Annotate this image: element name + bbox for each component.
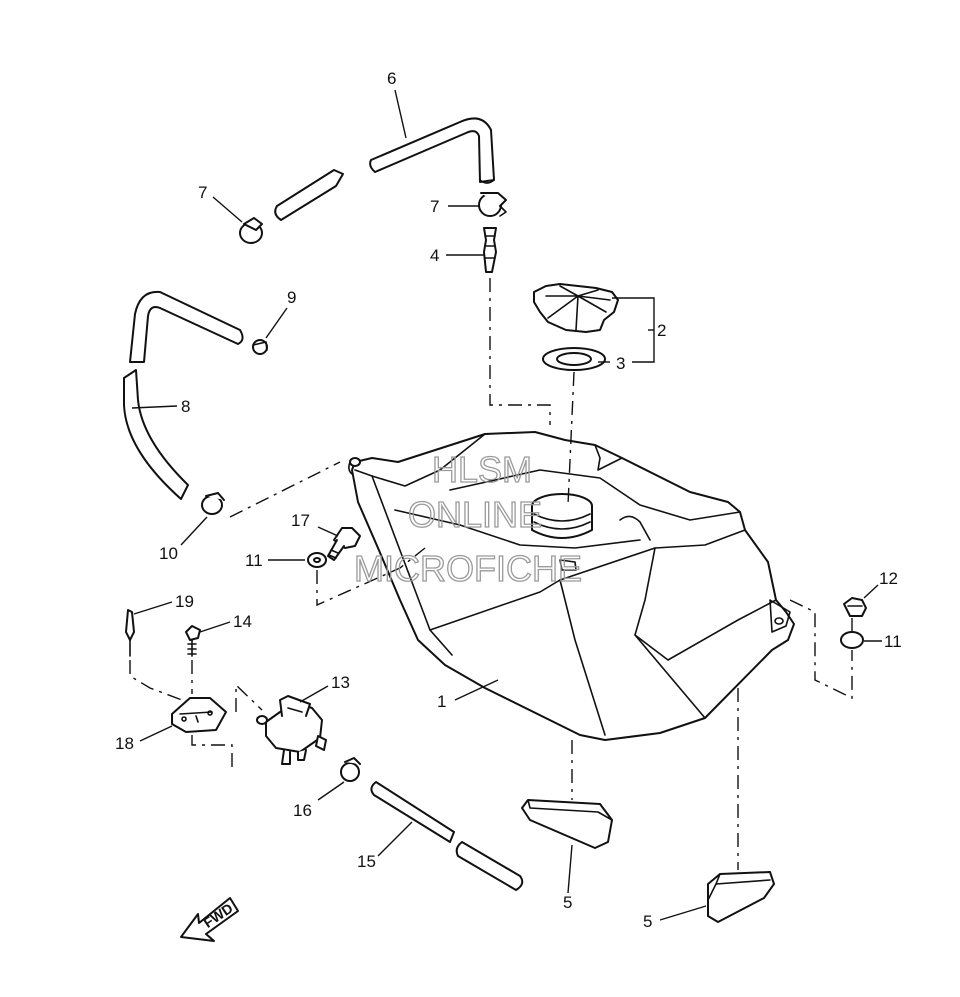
assembly-lines [129,278,853,870]
watermark: HLSM ONLINE MICROFICHE [353,448,582,589]
damper-pad-center [521,799,613,849]
damper-pad-right [707,871,775,923]
callout-15: 15 [357,852,376,871]
hose-clamp-left [201,492,225,515]
callout-9: 9 [287,288,296,307]
callout-4: 4 [430,246,439,265]
callout-7-right: 7 [430,197,439,216]
callout-2: 2 [657,321,666,340]
washer-left [307,552,327,568]
bracket [171,697,227,733]
callout-11-left: 11 [245,551,263,570]
nut-12 [843,597,867,617]
callout-13: 13 [331,673,350,692]
fuel-hose [370,781,524,891]
callout-6: 6 [387,69,396,88]
watermark-line-3: MICROFICHE [354,548,582,589]
watermark-line-2: ONLINE [408,494,542,535]
callout-5-right: 5 [643,912,652,931]
callout-12: 12 [879,569,898,588]
hose-clamp-upper-right [478,192,507,217]
overflow-hose [123,290,244,500]
fwd-arrow-icon: FWD [180,897,239,942]
callout-3: 3 [616,354,625,373]
watermark-line-1: HLSM [432,449,532,490]
fuel-tank [348,431,795,741]
washer-right [840,631,864,649]
vent-hose [274,117,495,221]
callout-labels: 1 2 3 4 5 5 6 7 7 8 9 10 11 11 12 13 14 … [115,69,902,931]
callout-16: 16 [293,801,312,820]
callout-11-right: 11 [884,632,902,651]
callout-5-center: 5 [563,893,572,912]
vent-fitting [483,227,497,273]
callout-7-left: 7 [198,183,207,202]
spring-clip [252,339,268,355]
callout-14: 14 [233,612,252,631]
callout-1: 1 [437,692,446,711]
cap-gasket [542,347,606,371]
callout-10: 10 [159,544,178,563]
callout-19: 19 [175,592,194,611]
fuel-cock [256,695,327,765]
fuel-cap [533,283,619,333]
callout-17: 17 [291,511,310,530]
bolt-17 [327,527,361,561]
screw-14 [185,625,201,657]
hose-clamp-upper-left [239,217,263,244]
leader-lines [131,89,882,921]
pin-19 [125,609,135,657]
hose-clamp-lower [340,757,361,782]
callout-18: 18 [115,734,134,753]
callout-8: 8 [181,397,190,416]
